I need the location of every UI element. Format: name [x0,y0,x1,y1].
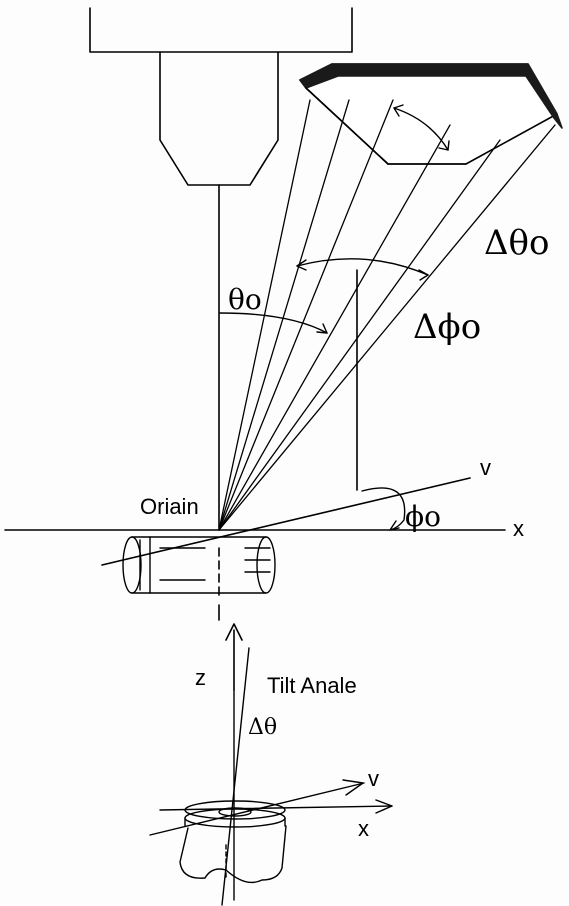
specimen-cylinder [122,536,276,594]
angle-arcs [219,104,450,531]
theta-o-label: θo [228,283,262,316]
connector [218,604,243,691]
tilt-angle-label: Tilt Anale [267,673,357,698]
origin-label: Oriain [140,494,199,519]
z-axis-label: z [195,665,206,690]
x-axis-lower-label: x [358,816,369,841]
delta-theta-o-label: Δθo [484,223,550,263]
microscope-column [89,7,353,531]
tilt-figure [149,647,393,906]
v-axis-label: v [480,455,491,480]
phi-o-label: ϕo [405,500,441,533]
delta-theta-label: Δθ [248,715,278,740]
detector-plate [299,63,563,165]
origin-axes [4,477,506,599]
delta-phi-o-label: Δϕo [413,307,482,347]
x-axis-label: x [513,516,524,541]
diffraction-rays [218,99,556,531]
v-axis-lower-label: v [368,766,379,791]
